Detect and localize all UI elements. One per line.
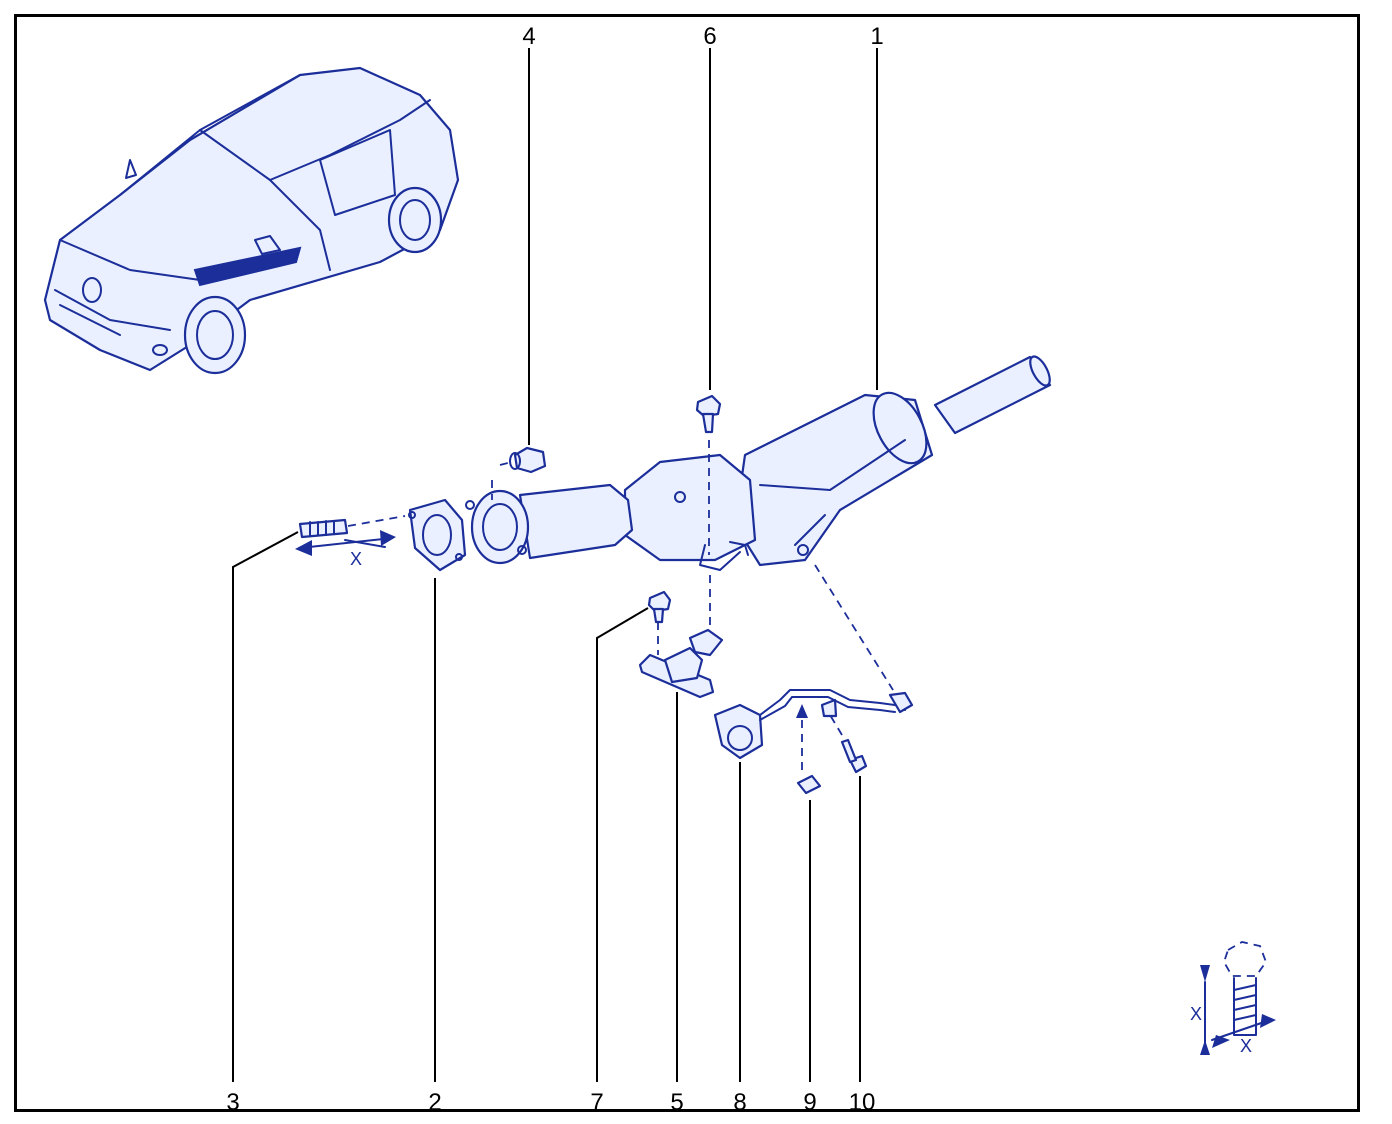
hose-clip: [796, 704, 822, 795]
flange-nut: [491, 446, 547, 500]
mounting-bracket: [638, 575, 724, 699]
diagram-frame: [14, 14, 1360, 1112]
exhaust-stud: [298, 515, 406, 539]
flange-gasket: [408, 498, 467, 572]
car-overview-illustration: [43, 66, 460, 375]
callout-labels: 1 6 4 3 2 7 5 8 9 10: [226, 23, 883, 1116]
stud-dimension-label: X: [350, 549, 362, 569]
bracket-bolt: [647, 590, 672, 624]
stud-dimension: X: [295, 530, 396, 569]
callout-7: 7: [590, 1089, 603, 1116]
callout-4: 4: [522, 23, 535, 50]
bolt-length-label: X: [1190, 1004, 1202, 1024]
bolt-diameter-label: X: [1240, 1036, 1252, 1056]
callout-9: 9: [803, 1089, 816, 1116]
sensor-screw: [829, 714, 868, 774]
leader-lines: [232, 48, 878, 1082]
catalytic-converter-assembly: [465, 355, 1052, 571]
callout-3: 3: [226, 1089, 239, 1116]
callout-1: 1: [870, 23, 883, 50]
pressure-sensor-harness: [713, 564, 914, 760]
callout-6: 6: [703, 23, 716, 50]
callout-8: 8: [733, 1089, 746, 1116]
callout-5: 5: [670, 1089, 683, 1116]
callout-2: 2: [428, 1089, 441, 1116]
bolt-dimension-detail: X X: [1190, 941, 1276, 1056]
callout-10: 10: [849, 1089, 876, 1116]
upper-mounting-bolt: [695, 394, 722, 555]
